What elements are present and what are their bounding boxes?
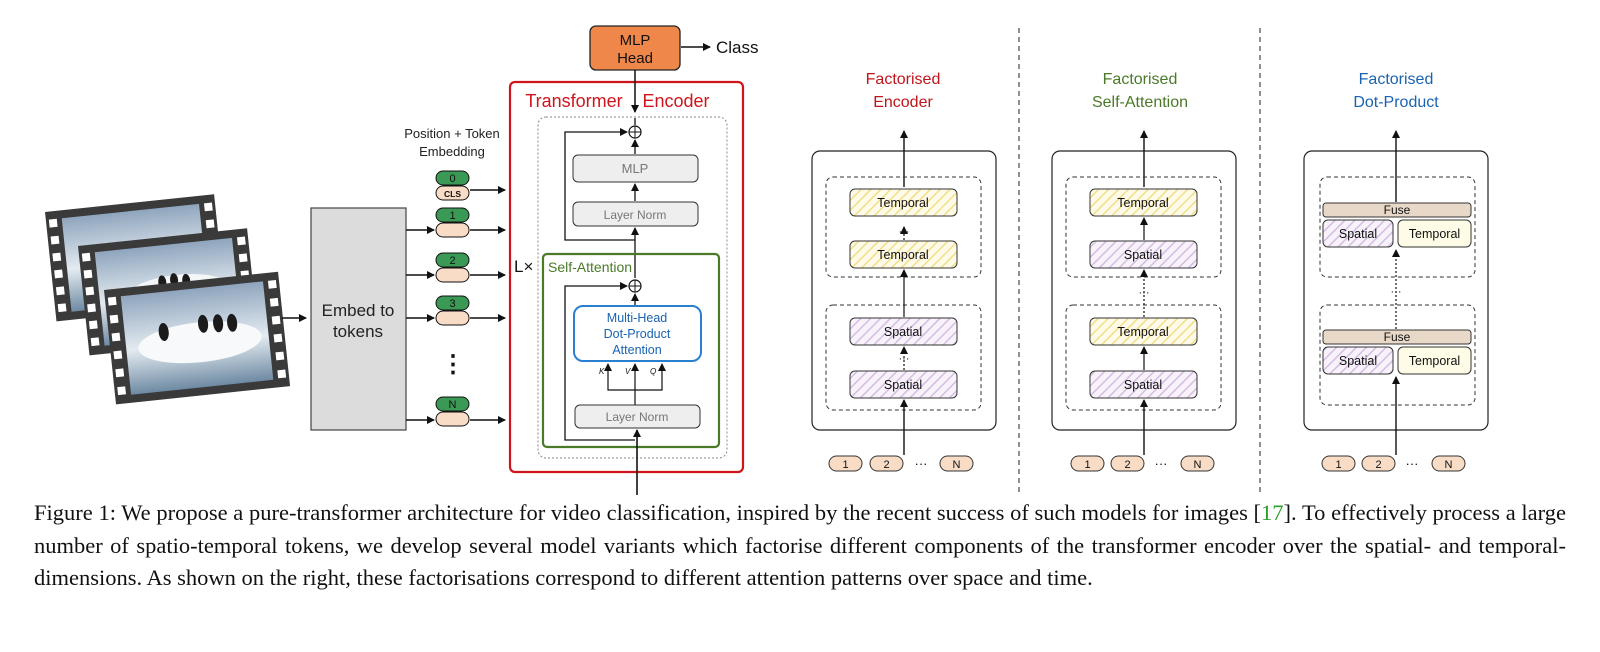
mhdpa-label: Multi-Head [607, 311, 667, 325]
svg-text:···: ··· [1406, 456, 1419, 471]
mhdpa-label: Dot-Product [604, 327, 671, 341]
svg-text:Spatial: Spatial [1124, 248, 1162, 262]
svg-text:···: ··· [915, 456, 928, 471]
architecture-figure: Embed to tokens Position + Token Embeddi… [45, 25, 1489, 495]
multi-head-attention-box [573, 305, 702, 362]
v-label: V [625, 367, 631, 376]
panel-title: Factorised [866, 71, 941, 88]
video-frames-image [45, 194, 291, 405]
svg-text:CLS: CLS [444, 189, 461, 199]
encoder-block-box [537, 116, 728, 459]
repeat-label: L× [514, 257, 533, 276]
svg-text:3: 3 [449, 298, 455, 310]
spatial-block [1089, 370, 1198, 399]
svg-text:N: N [1445, 459, 1453, 471]
caption-suffix: ]. To effectively process a large number… [34, 500, 1566, 590]
svg-text:Temporal: Temporal [877, 196, 928, 210]
svg-text:Fuse: Fuse [1384, 203, 1411, 217]
layer-norm-bottom-box [574, 404, 701, 429]
mlp-box [572, 154, 699, 183]
panel-title: Dot-Product [1353, 94, 1439, 111]
svg-text:Temporal: Temporal [1409, 354, 1460, 368]
fuse-block [1322, 202, 1472, 218]
temporal-block [1397, 219, 1472, 248]
token-3: 3 [435, 295, 470, 326]
mlp-head-label: MLP [620, 32, 651, 49]
transformer-encoder-box [508, 80, 745, 474]
svg-text:Spatial: Spatial [884, 378, 922, 392]
spatial-block [1322, 346, 1394, 375]
citation-link[interactable]: 17 [1261, 500, 1284, 525]
caption-prefix: Figure 1: We propose a pure-transformer … [34, 500, 1262, 525]
svg-text:Temporal: Temporal [1409, 227, 1460, 241]
svg-text:Spatial: Spatial [1124, 378, 1162, 392]
svg-text:···: ··· [1391, 286, 1402, 298]
class-label: Class [716, 38, 759, 57]
svg-text:2: 2 [883, 459, 889, 471]
layer-norm-bottom-label: Layer Norm [606, 410, 669, 424]
embedding-caption: Position + Token [404, 126, 500, 141]
layer-norm-top-label: Layer Norm [604, 208, 667, 222]
token-1: 1 [435, 207, 470, 238]
spatial-block [849, 370, 958, 399]
q-label: Q [650, 367, 656, 376]
k-label: K [599, 367, 605, 376]
embed-to-tokens-box [310, 207, 407, 431]
self-attention-box [541, 252, 721, 449]
temporal-block [1089, 317, 1198, 346]
layer-norm-top-box [572, 201, 699, 227]
svg-text:1: 1 [1335, 459, 1341, 471]
self-attention-label: Self-Attention [548, 259, 632, 275]
svg-text:···: ··· [1139, 287, 1150, 299]
svg-text:N: N [953, 459, 961, 471]
temporal-block [1397, 346, 1472, 375]
panel-title: Factorised [1359, 71, 1434, 88]
temporal-block [849, 240, 958, 269]
encoder-title: Transformer [525, 91, 622, 111]
svg-text:N: N [1194, 459, 1202, 471]
encoder-title: Encoder [642, 91, 709, 111]
figure-caption: Figure 1: We propose a pure-transformer … [34, 497, 1566, 595]
token-n: N [435, 396, 470, 427]
token-ellipsis: ⋮ [441, 351, 465, 378]
spatial-block [1089, 240, 1198, 269]
svg-text:···: ··· [1155, 456, 1168, 471]
svg-text:2: 2 [449, 255, 455, 267]
temporal-block [849, 188, 958, 217]
svg-text:1: 1 [449, 210, 455, 222]
svg-text:Temporal: Temporal [1117, 325, 1168, 339]
svg-text:Spatial: Spatial [1339, 227, 1377, 241]
svg-text:···: ··· [899, 353, 910, 365]
token-2: 2 [435, 252, 470, 283]
spatial-block [1322, 219, 1394, 248]
mlp-label: MLP [622, 161, 649, 176]
svg-text:Temporal: Temporal [1117, 196, 1168, 210]
temporal-block [1089, 188, 1198, 217]
svg-text:Spatial: Spatial [884, 325, 922, 339]
embed-box-label: Embed to [322, 301, 395, 320]
svg-text:···: ··· [899, 226, 910, 238]
svg-text:1: 1 [842, 459, 848, 471]
fuse-block [1322, 329, 1472, 345]
embedding-caption: Embedding [419, 144, 485, 159]
svg-text:Spatial: Spatial [1339, 354, 1377, 368]
svg-text:2: 2 [1375, 459, 1381, 471]
panel-title: Self-Attention [1092, 94, 1188, 111]
mlp-head-label: Head [617, 50, 653, 67]
svg-text:N: N [449, 399, 457, 411]
svg-text:2: 2 [1124, 459, 1130, 471]
panel-factorised-dot-product: Factorised Dot-Product Fuse Spatial Temp… [1303, 71, 1489, 472]
svg-text:Fuse: Fuse [1384, 330, 1411, 344]
spatial-block [849, 317, 958, 346]
panel-title: Encoder [873, 94, 933, 111]
token-0: 0 CLS [435, 170, 470, 201]
panel-factorised-self-attention: Factorised Self-Attention Temporal Spati… [1051, 71, 1237, 472]
panel-factorised-encoder: Factorised Encoder Temporal Temporal Spa… [811, 71, 997, 472]
svg-text:Temporal: Temporal [877, 248, 928, 262]
svg-text:0: 0 [449, 173, 455, 185]
svg-text:1: 1 [1084, 459, 1090, 471]
mhdpa-label: Attention [612, 343, 661, 357]
embed-box-label: tokens [333, 322, 383, 341]
panel-title: Factorised [1103, 71, 1178, 88]
